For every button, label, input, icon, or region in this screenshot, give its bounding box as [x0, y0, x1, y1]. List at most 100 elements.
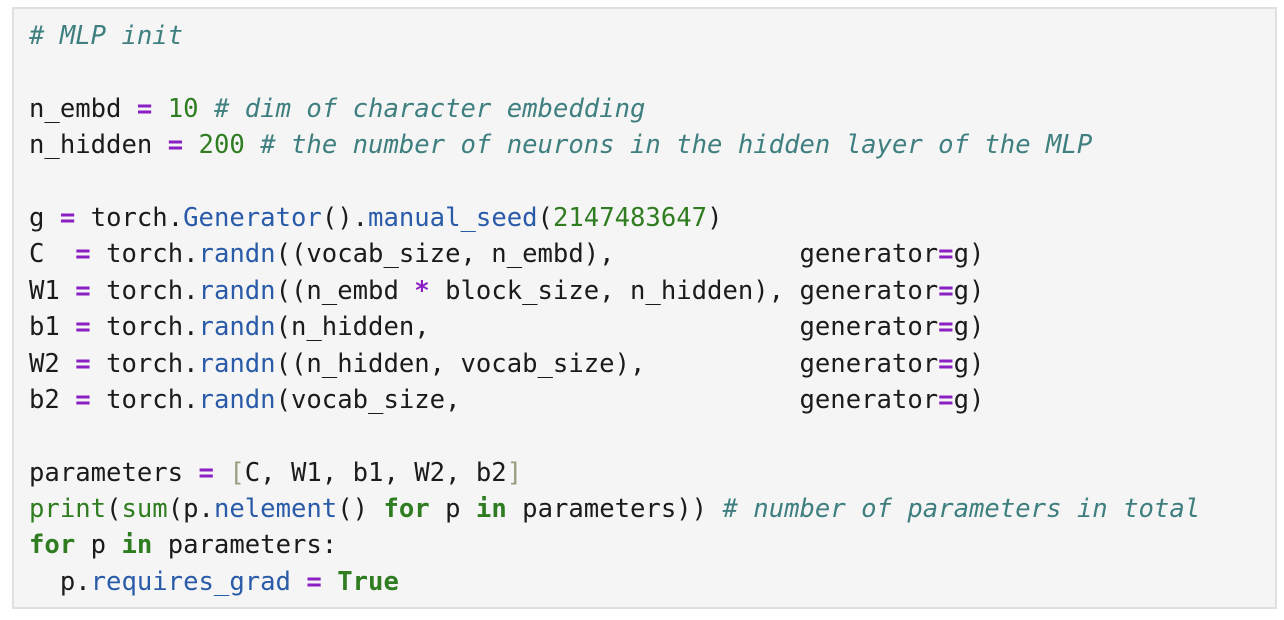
comment-token: # the number of neurons in the hidden la… [260, 130, 1093, 161]
operator-token: = [306, 566, 322, 597]
function-token: randn [198, 348, 276, 379]
comment-token: # dim of character embedding [213, 93, 646, 124]
text-token: g [29, 202, 60, 233]
text-token: p. [29, 566, 91, 597]
text-token: () [337, 494, 384, 525]
operator-token: = [938, 239, 954, 270]
comment-token: # number of parameters in total [722, 494, 1201, 525]
text-token: g) [953, 239, 985, 270]
text-token: g) [953, 384, 985, 415]
code-line: W2 = torch.randn((n_hidden, vocab_size),… [29, 346, 1200, 382]
text-token [214, 458, 229, 488]
operator-token: * [414, 275, 430, 306]
code-line: # MLP init [29, 18, 1200, 54]
keyword-token: True [337, 566, 399, 597]
code-line: print(sum(p.nelement() for p in paramete… [29, 491, 1200, 527]
operator-token: = [938, 312, 954, 343]
text-token: torch. [90, 312, 199, 343]
text-token: ( [537, 202, 553, 233]
text-token: ((vocab_size, n_embd), generator [275, 239, 939, 270]
text-token: n_embd [29, 93, 137, 124]
text-token: block_size, n_hidden), generator [429, 275, 939, 306]
function-token: nelement [213, 494, 338, 525]
operator-token: = [75, 275, 91, 306]
text-token: torch. [90, 275, 199, 306]
code-line [29, 418, 1200, 454]
code-line: C = torch.randn((vocab_size, n_embd), ge… [29, 236, 1200, 272]
text-token: g) [953, 312, 985, 343]
text-token: torch. [90, 348, 199, 379]
function-token: manual_seed [368, 202, 538, 233]
code-line: p.requires_grad = True [29, 564, 1200, 600]
text-token: ((n_hidden, vocab_size), generator [275, 348, 939, 379]
operator-token: = [198, 457, 214, 488]
bracket-token: [ [229, 457, 245, 488]
code-line: for p in parameters: [29, 527, 1200, 563]
operator-token: = [938, 275, 954, 306]
text-token: W1 [29, 275, 76, 306]
text-token: C, W1, b1, W2, b2 [244, 457, 507, 488]
code-line: W1 = torch.randn((n_embd * block_size, n… [29, 273, 1200, 309]
keyword-token: in [475, 494, 507, 525]
operator-token: = [167, 130, 184, 161]
function-token: randn [198, 275, 276, 306]
function-token: randn [198, 312, 276, 343]
number-token: 2147483647 [552, 202, 708, 233]
number-token: 10 [167, 93, 199, 124]
text-token: ((n_embd [275, 275, 415, 306]
text-token [322, 567, 337, 597]
text-token: ) [707, 202, 723, 233]
keyword-token: in [121, 530, 153, 561]
text-token: torch. [90, 239, 199, 270]
text-token [152, 94, 167, 124]
text-token: (). [321, 202, 369, 233]
text-token [291, 567, 306, 597]
text-token: g) [953, 275, 985, 306]
text-token: n_hidden [29, 130, 168, 161]
text-token: parameters [29, 457, 199, 488]
number-token: 200 [198, 130, 245, 161]
text-token: W2 [29, 348, 76, 379]
function-token: randn [198, 384, 276, 415]
code-line: b2 = torch.randn(vocab_size, generator=g… [29, 382, 1200, 418]
code-line [29, 54, 1200, 90]
code-line: g = torch.Generator().manual_seed(214748… [29, 200, 1200, 236]
operator-token: = [59, 202, 76, 233]
text-token: b2 [29, 384, 76, 415]
text-token: parameters: [152, 530, 338, 561]
builtin-token: sum [121, 494, 168, 525]
text-token: b1 [29, 312, 76, 343]
text-token [245, 130, 260, 160]
text-token: (p. [167, 494, 214, 525]
operator-token: = [75, 348, 91, 379]
function-token: Generator [183, 202, 322, 233]
builtin-token: print [29, 494, 107, 525]
text-token: (n_hidden, generator [275, 312, 939, 343]
text-token [199, 94, 214, 124]
code-editor[interactable]: # MLP init n_embd = 10 # dim of characte… [29, 18, 1200, 600]
text-token: (vocab_size, generator [275, 384, 939, 415]
code-cell[interactable]: # MLP init n_embd = 10 # dim of characte… [12, 7, 1277, 609]
text-token: torch. [75, 202, 184, 233]
comment-token: # MLP init [29, 21, 184, 51]
code-line: parameters = [C, W1, b1, W2, b2] [29, 455, 1200, 491]
code-line: n_hidden = 200 # the number of neurons i… [29, 127, 1200, 163]
text-token: torch. [90, 384, 199, 415]
keyword-token: for [29, 530, 76, 561]
code-line: b1 = torch.randn(n_hidden, generator=g) [29, 309, 1200, 345]
text-token: ( [106, 494, 122, 525]
operator-token: = [75, 312, 91, 343]
text-token: g) [953, 348, 985, 379]
function-token: requires_grad [90, 566, 291, 597]
text-token: p [75, 530, 122, 561]
bracket-token: ] [506, 457, 523, 488]
keyword-token: for [383, 494, 430, 525]
text-token: p [429, 494, 476, 525]
code-line [29, 164, 1200, 200]
code-line: n_embd = 10 # dim of character embedding [29, 91, 1200, 127]
text-token: C [29, 239, 76, 270]
function-token: randn [198, 239, 276, 270]
operator-token: = [938, 384, 954, 415]
text-token [183, 130, 198, 160]
operator-token: = [938, 348, 954, 379]
